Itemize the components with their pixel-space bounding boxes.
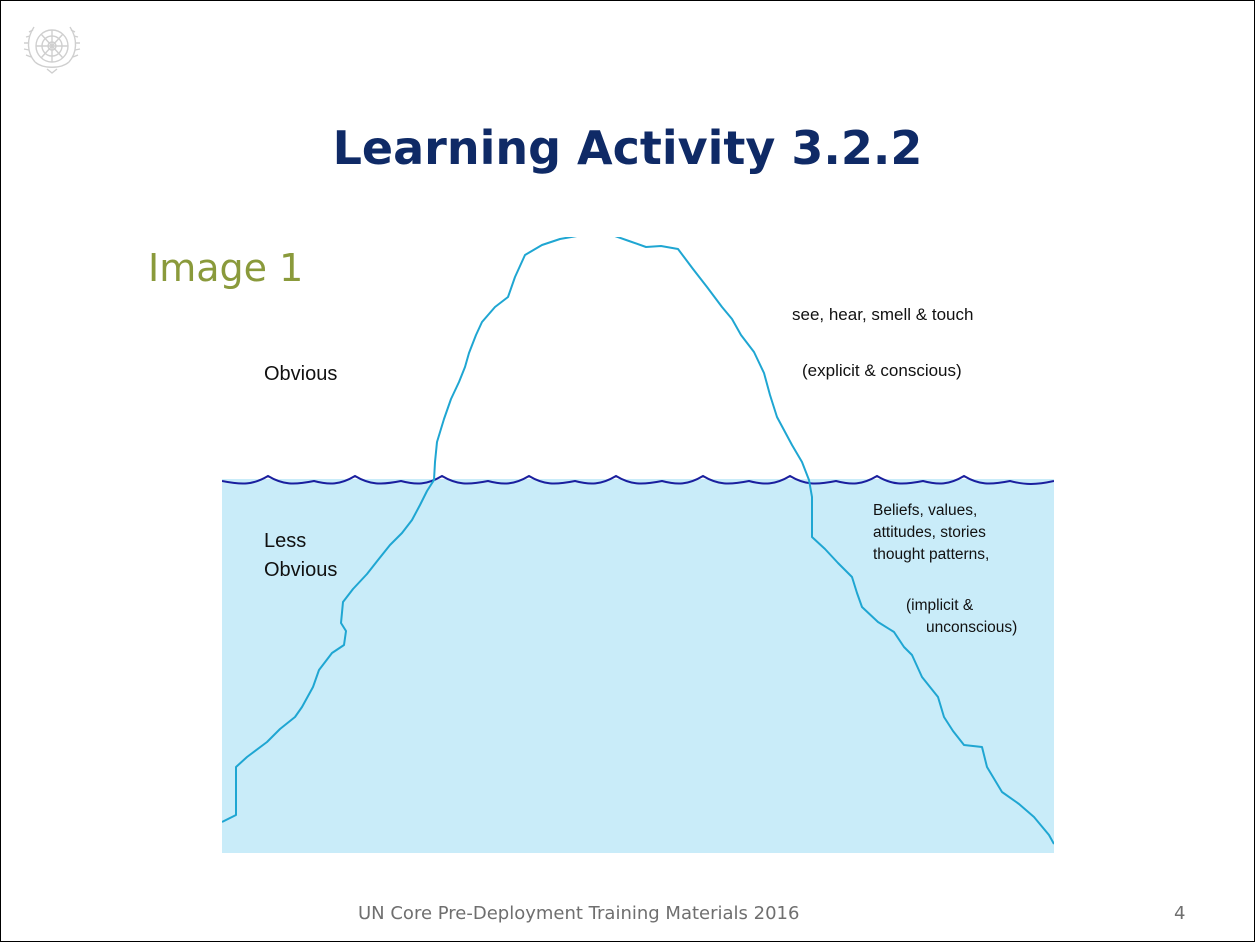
- footer-text: UN Core Pre-Deployment Training Material…: [358, 903, 800, 924]
- label-explicit-conscious: (explicit & conscious): [802, 361, 962, 380]
- label-senses: see, hear, smell & touch: [792, 305, 974, 324]
- label-beliefs-line-1: Beliefs, values,: [873, 502, 978, 519]
- label-beliefs-line-2: attitudes, stories: [873, 524, 986, 541]
- water-surface-waves: [222, 474, 1054, 485]
- label-less-obvious: Less Obvious: [264, 527, 337, 585]
- slide-subtitle: Image 1: [148, 246, 304, 290]
- label-beliefs-line-3: thought patterns,: [873, 546, 990, 563]
- page-number: 4: [1174, 903, 1186, 924]
- label-beliefs: Beliefs, values, attitudes, stories thou…: [873, 500, 989, 566]
- label-implicit-line-2: unconscious): [926, 619, 1018, 636]
- label-obvious: Obvious: [264, 363, 338, 385]
- label-less-obvious-line-1: Less: [264, 530, 307, 552]
- label-less-obvious-line-2: Obvious: [264, 559, 338, 581]
- iceberg-diagram: Obvious Less Obvious see, hear, smell & …: [222, 237, 1054, 853]
- iceberg-outline: [222, 237, 1054, 845]
- water-area: [222, 479, 1054, 853]
- slide-title: Learning Activity 3.2.2: [332, 121, 923, 175]
- label-implicit-unconscious: (implicit & unconscious): [906, 595, 1017, 639]
- label-implicit-line-1: (implicit &: [906, 597, 974, 614]
- un-emblem-icon: [21, 17, 83, 79]
